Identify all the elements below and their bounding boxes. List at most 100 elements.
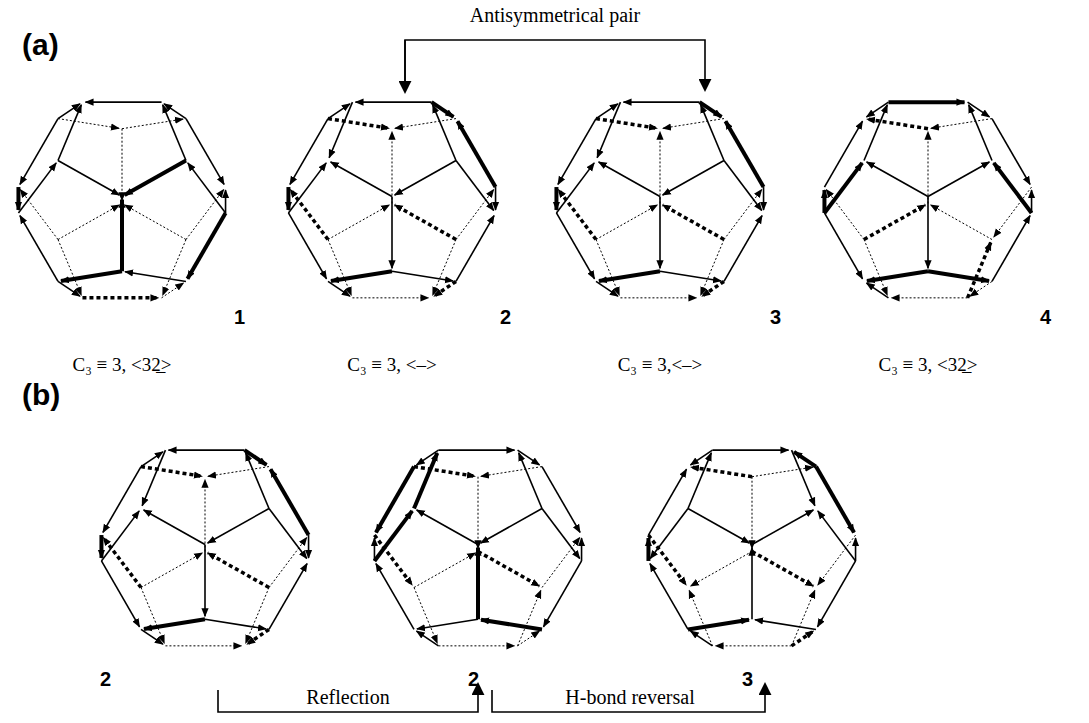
- hbond-arrow: [308, 535, 310, 558]
- hbond-arrow: [690, 631, 712, 646]
- hbond-arrow: [376, 564, 414, 630]
- hidden-hbond-arrow: [478, 551, 539, 586]
- hidden-hbond-arrow: [20, 189, 58, 239]
- hidden-hbond-arrow: [208, 467, 269, 477]
- hidden-hbond-arrow: [691, 467, 752, 477]
- hidden-hbond-arrow: [596, 205, 657, 240]
- hbond-arrow: [928, 271, 989, 281]
- hbond-arrow: [271, 469, 309, 535]
- hidden-hbond-arrow: [58, 205, 119, 240]
- hbond-arrow: [438, 449, 514, 451]
- hidden-hbond-arrow: [660, 132, 661, 204]
- hbond-arrow: [864, 105, 887, 161]
- hbond-arrow: [663, 160, 724, 195]
- hbond-arrow: [599, 271, 660, 281]
- hidden-hbond-arrow: [826, 189, 864, 239]
- hbond-arrow: [141, 629, 163, 644]
- hidden-hbond-arrow: [968, 242, 991, 298]
- hidden-hbond-arrow: [58, 119, 119, 129]
- hbond-arrow: [417, 510, 478, 545]
- hbond-arrow: [331, 162, 392, 197]
- hbond-arrow: [456, 216, 494, 282]
- hbond-arrow: [18, 163, 56, 213]
- hbond-arrow: [597, 102, 620, 158]
- hbond-arrow: [542, 508, 580, 558]
- hbond-arrow: [556, 213, 594, 279]
- dodecahedron-cage: [824, 102, 1031, 298]
- hidden-hbond-arrow: [247, 629, 269, 644]
- hidden-hbond-arrow: [392, 132, 393, 204]
- dodecahedron-cage: [648, 450, 855, 646]
- hidden-hbond-arrow: [864, 205, 925, 240]
- hbond-arrow: [755, 620, 816, 630]
- hidden-hbond-arrow: [414, 467, 475, 477]
- hbond-arrow: [458, 121, 496, 187]
- hbond-arrow: [867, 271, 928, 281]
- hbond-arrow: [205, 619, 266, 629]
- hbond-arrow: [188, 213, 226, 279]
- hidden-hbond-arrow: [689, 590, 712, 646]
- hidden-hbond-arrow: [596, 240, 619, 296]
- hbond-arrow: [659, 197, 661, 269]
- hbond-arrow: [992, 119, 1030, 185]
- hbond-arrow: [867, 162, 928, 197]
- hidden-hbond-arrow: [456, 189, 494, 239]
- hbond-arrow: [85, 101, 161, 103]
- hbond-arrow: [558, 119, 596, 185]
- hbond-arrow: [188, 163, 226, 213]
- hbond-arrow: [58, 281, 80, 296]
- hbond-arrow: [58, 105, 81, 161]
- hbond-arrow: [596, 281, 618, 296]
- hbond-arrow: [752, 510, 813, 545]
- hbond-arrow: [328, 281, 350, 296]
- hidden-hbond-arrow: [165, 645, 241, 646]
- hbond-arrow: [712, 449, 788, 451]
- hbond-arrow: [688, 508, 749, 543]
- hbond-arrow: [456, 160, 494, 210]
- hbond-arrow: [99, 535, 103, 558]
- hidden-hbond-arrow: [205, 480, 206, 552]
- hidden-hbond-arrow: [141, 467, 202, 477]
- hbond-arrow: [417, 619, 478, 629]
- hbond-arrow: [481, 620, 542, 630]
- hidden-hbond-arrow: [931, 119, 992, 129]
- hidden-hbond-arrow: [58, 240, 81, 296]
- hidden-hbond-arrow: [596, 119, 657, 129]
- hbond-arrow: [724, 216, 762, 282]
- hidden-hbond-arrow: [715, 645, 791, 646]
- hbond-arrow: [125, 160, 186, 195]
- hidden-hbond-arrow: [994, 187, 1032, 237]
- hbond-arrow: [290, 119, 328, 185]
- hbond-arrow: [16, 187, 20, 210]
- hidden-hbond-arrow: [328, 240, 351, 296]
- hbond-arrow: [542, 467, 580, 533]
- hbond-arrow: [331, 271, 392, 281]
- hbond-arrow: [208, 508, 269, 543]
- hidden-hbond-arrow: [434, 281, 456, 296]
- hidden-hbond-arrow: [702, 281, 724, 296]
- hidden-hbond-arrow: [395, 205, 456, 240]
- hidden-hbond-arrow: [433, 240, 456, 296]
- hbond-arrow: [969, 105, 992, 161]
- hidden-hbond-arrow: [970, 281, 992, 296]
- hbond-arrow: [120, 200, 124, 272]
- hbond-arrow: [476, 548, 480, 620]
- hidden-hbond-arrow: [414, 553, 475, 588]
- panel-label: (a): [22, 28, 59, 61]
- hbond-arrow: [824, 163, 862, 213]
- operation-caption: H-bond reversal: [562, 686, 697, 708]
- hidden-hbond-arrow: [691, 551, 752, 586]
- hbond-arrow: [142, 450, 165, 506]
- dodecahedron-cage: [556, 102, 763, 298]
- hbond-arrow: [824, 121, 862, 187]
- hidden-hbond-arrow: [122, 119, 183, 129]
- hidden-hbond-arrow: [328, 205, 389, 240]
- hbond-arrow: [20, 119, 58, 185]
- hidden-hbond-arrow: [414, 588, 437, 644]
- hbond-arrow: [414, 453, 437, 509]
- hidden-hbond-arrow: [518, 631, 540, 646]
- hidden-hbond-arrow: [752, 551, 813, 586]
- hbond-arrow: [168, 449, 244, 451]
- hidden-hbond-arrow: [928, 132, 929, 204]
- hbond-arrow: [688, 620, 749, 630]
